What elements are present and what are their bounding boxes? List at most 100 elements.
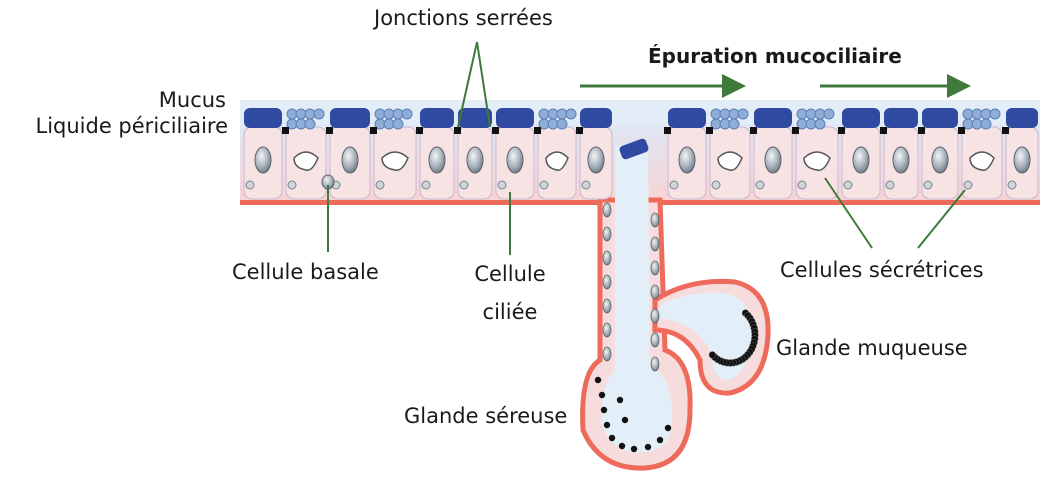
tight-junction [326, 127, 333, 134]
basal-dot [540, 181, 548, 189]
mucus-granule [566, 109, 576, 119]
nucleus [765, 147, 781, 173]
duct-cell-nucleus [651, 333, 659, 347]
cilia-cap [244, 108, 282, 128]
label-cellule-ciliee-line2: ciliée [465, 300, 555, 324]
basal-dot [422, 181, 430, 189]
basal-dot [712, 181, 720, 189]
tight-junction [454, 127, 461, 134]
cilia-cap [420, 108, 454, 128]
nucleus [429, 147, 445, 173]
label-cellule-ciliee-line1: Cellule [465, 262, 555, 286]
label-mucus: Mucus [150, 88, 226, 112]
basal-dot [288, 181, 296, 189]
tight-junction [958, 127, 965, 134]
basement-membrane-right [660, 200, 1040, 205]
duct-cell-nucleus [651, 285, 659, 299]
mucus-granule [402, 109, 412, 119]
tight-junction [576, 127, 583, 134]
basal-dot [964, 181, 972, 189]
label-cellule-basale: Cellule basale [232, 260, 379, 284]
mucus-granule [738, 109, 748, 119]
cilia-cap [668, 108, 706, 128]
mucus-granule [824, 109, 834, 119]
tight-junction [534, 127, 541, 134]
basal-dot [844, 181, 852, 189]
label-jonctions-serrees: Jonctions serrées [374, 6, 553, 30]
mucus-granule [990, 109, 1000, 119]
basal-dot [924, 181, 932, 189]
basement-membrane [240, 200, 600, 205]
tight-junction [282, 127, 289, 134]
label-liquide-periciliaire: Liquide périciliaire [6, 114, 228, 138]
tight-junction [664, 127, 671, 134]
tight-junction [1002, 127, 1009, 134]
nucleus [853, 147, 869, 173]
basal-dot [756, 181, 764, 189]
tight-junction [750, 127, 757, 134]
basal-dot [1008, 181, 1016, 189]
basal-dot [886, 181, 894, 189]
mucus-granule [815, 119, 825, 129]
serous-granule [631, 446, 637, 452]
basal-dot [670, 181, 678, 189]
nucleus [893, 147, 909, 173]
serous-granule [595, 377, 601, 383]
cilia-cap [1006, 108, 1038, 128]
cilia-cap [580, 108, 612, 128]
nucleus [588, 147, 604, 173]
nucleus [932, 147, 948, 173]
nucleus [467, 147, 483, 173]
nucleus [679, 147, 695, 173]
serous-granule [622, 417, 628, 423]
serous-granule [619, 443, 625, 449]
tight-junction [706, 127, 713, 134]
serous-granule [599, 392, 605, 398]
nucleus [507, 147, 523, 173]
mucus-granule [729, 119, 739, 129]
tight-junction [792, 127, 799, 134]
basal-dot [582, 181, 590, 189]
label-glande-sereuse: Glande séreuse [404, 404, 567, 428]
duct-cell-nucleus [603, 347, 611, 361]
serous-granule [609, 435, 615, 441]
basal-dot [376, 181, 384, 189]
duct-cell-nucleus [603, 251, 611, 265]
nucleus [1014, 147, 1030, 173]
tight-junction [880, 127, 887, 134]
label-cellules-secretrices: Cellules sécrétrices [780, 258, 984, 282]
duct-cell-nucleus [603, 203, 611, 217]
cilia-cap [496, 108, 534, 128]
basal-dot [498, 181, 506, 189]
duct-cell-nucleus [651, 309, 659, 323]
mucus-granule [305, 119, 315, 129]
serous-granule [617, 397, 623, 403]
tight-junction [918, 127, 925, 134]
serous-granule [601, 407, 607, 413]
duct-cell-nucleus [651, 261, 659, 275]
tight-junction [838, 127, 845, 134]
serous-granule [657, 437, 663, 443]
tight-junction [370, 127, 377, 134]
duct-cell-nucleus [603, 227, 611, 241]
serous-granule [645, 444, 651, 450]
nucleus [342, 147, 358, 173]
mucous-granule [709, 352, 716, 359]
duct-cell-nucleus [603, 275, 611, 289]
mucus-granule [557, 119, 567, 129]
basal-dot [246, 181, 254, 189]
cilia-cap [842, 108, 880, 128]
duct-cell-nucleus [651, 237, 659, 251]
mucus-granule [393, 119, 403, 129]
basal-dot [460, 181, 468, 189]
cilia-cap [922, 108, 958, 128]
tight-junction [416, 127, 423, 134]
nucleus [255, 147, 271, 173]
cilia-cap [754, 108, 792, 128]
duct-cell-nucleus [651, 357, 659, 371]
cilia-cap [330, 108, 370, 128]
duct-cell-nucleus [603, 299, 611, 313]
mucus-granule [314, 109, 324, 119]
serous-granule [665, 425, 671, 431]
